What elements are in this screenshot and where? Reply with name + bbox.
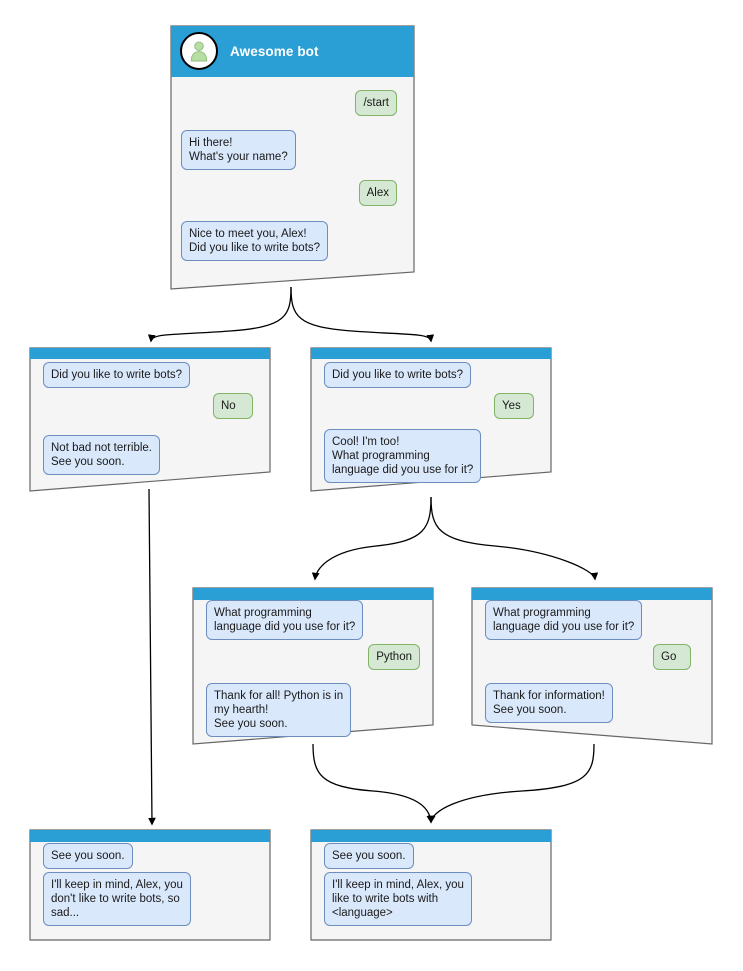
message-bubble-bot: I'll keep in mind, Alex, you like to wri… [324,872,472,926]
edge-no-to-end-no [148,488,156,826]
message-bubble-user: Python [368,644,420,670]
message-bubble-user: Yes [494,393,534,419]
person-avatar-icon [180,32,218,70]
message-bubble-bot: Hi there! What's your name? [181,130,296,170]
message-bubble-bot: Thank for all! Python is in my hearth! S… [206,683,352,737]
edge-yes-to-go [430,496,599,581]
edge-start-to-yes [290,286,435,343]
end-yes-card[interactable]: See you soon. I'll keep in mind, Alex, y… [310,829,552,941]
message-bubble-user: /start [355,90,397,116]
end-no-card[interactable]: See you soon. I'll keep in mind, Alex, y… [29,829,271,941]
message-bubble-bot: What programming language did you use fo… [485,600,643,640]
message-bubble-user: Go [653,644,691,670]
message-bubble-user: No [213,393,253,419]
edge-python-to-end-yes [312,743,435,824]
message-bubble-bot: What programming language did you use fo… [206,600,364,640]
message-bubble-bot: Thank for information! See you soon. [485,683,613,723]
message-bubble-bot: Nice to meet you, Alex! Did you like to … [181,221,329,261]
start-card-titlebar: Awesome bot [170,25,415,77]
edge-start-to-no [147,286,292,343]
message-bubble-bot: See you soon. [43,843,133,869]
python-branch-card[interactable]: What programming language did you use fo… [192,587,434,745]
message-bubble-user: Alex [358,180,397,206]
message-bubble-bot: Not bad not terrible. See you soon. [43,435,161,475]
start-card-title: Awesome bot [230,43,319,59]
yes-branch-card[interactable]: Did you like to write bots? Yes Cool! I'… [310,347,552,492]
message-bubble-bot: See you soon. [324,843,414,869]
no-branch-card[interactable]: Did you like to write bots? No Not bad n… [29,347,271,492]
message-bubble-bot: I'll keep in mind, Alex, you don't like … [43,872,191,926]
start-card[interactable]: Awesome bot /start Hi there! What's your… [170,25,415,290]
edge-go-to-end-yes [427,743,595,824]
message-bubble-bot: Cool! I'm too! What programming language… [324,429,482,483]
go-branch-card[interactable]: What programming language did you use fo… [471,587,713,745]
message-bubble-bot: Did you like to write bots? [43,362,191,388]
message-bubble-bot: Did you like to write bots? [324,362,472,388]
edge-yes-to-python [311,496,432,581]
